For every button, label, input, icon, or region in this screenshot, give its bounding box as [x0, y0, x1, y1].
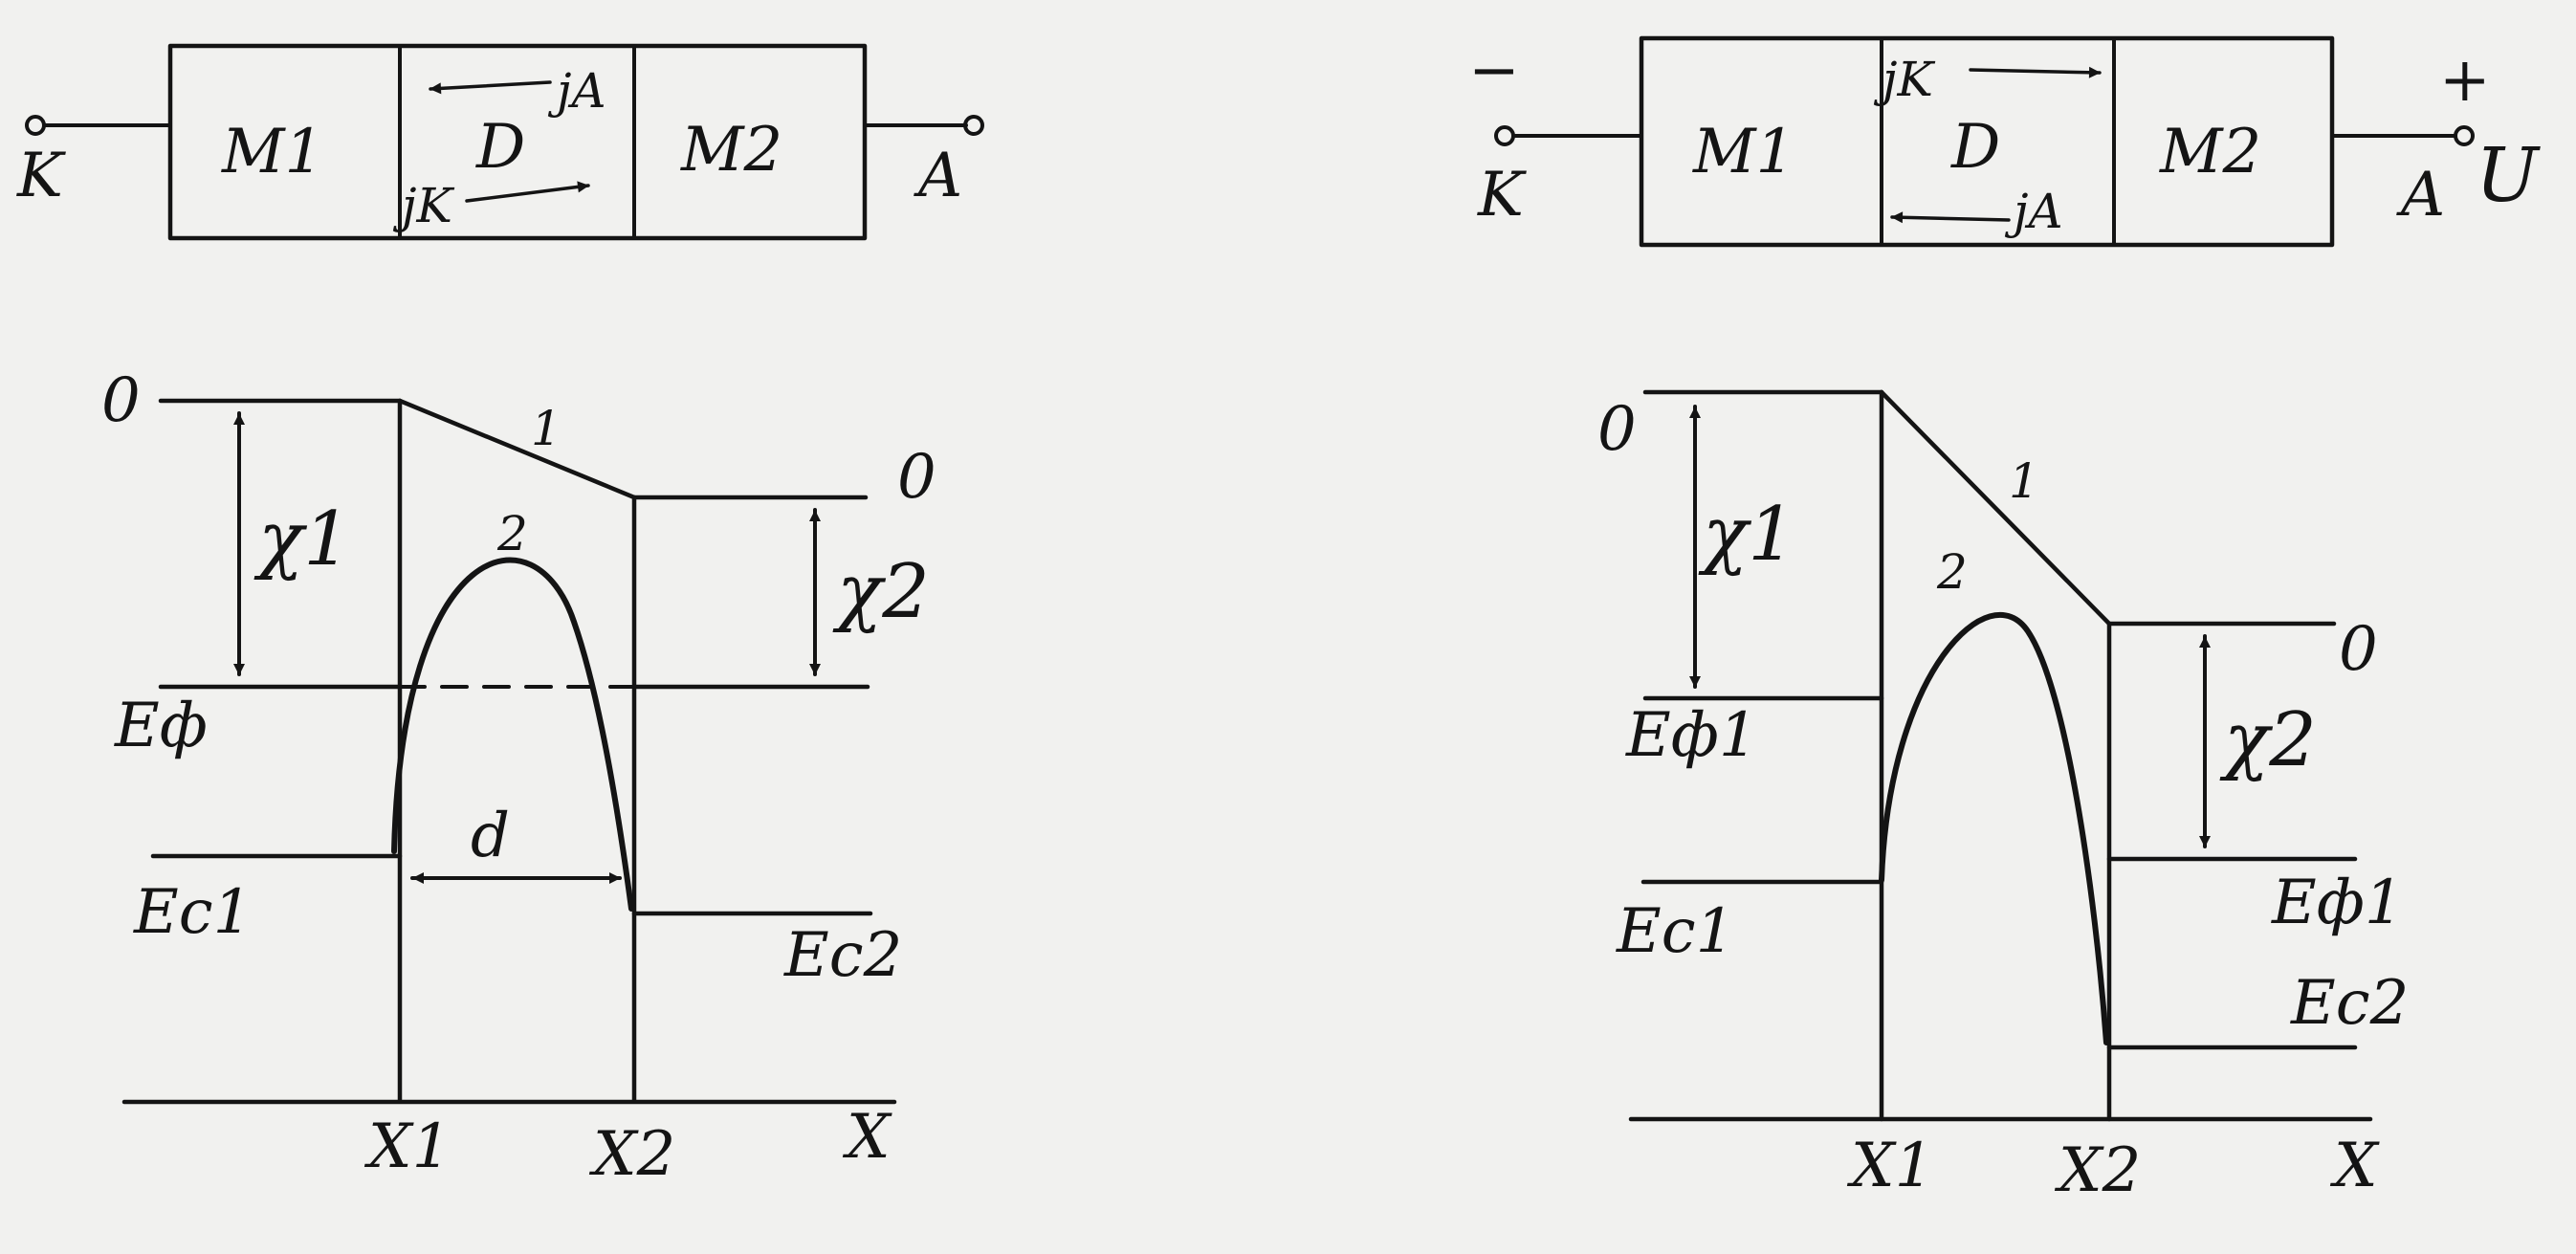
right-curve2-label: 2: [1936, 544, 1968, 600]
right-device: − + K A U M1 D M2 jK jA: [1468, 35, 2541, 248]
right-plus-label: +: [2439, 45, 2491, 116]
left-anode-label: A: [914, 141, 962, 211]
right-device-box: [1639, 35, 2335, 248]
right-cathode-terminal: [1494, 125, 1515, 146]
right-chi1-label: χ1: [1698, 492, 1795, 578]
right-curve1-label: 1: [2009, 453, 2039, 509]
left-zero-label: 0: [101, 365, 141, 436]
left-metal2-label: M2: [680, 115, 782, 186]
left-barrier-curve-2: [391, 557, 634, 912]
left-anode-terminal: [963, 115, 984, 136]
right-zero-right-label: 0: [2339, 614, 2378, 685]
left-chi2-label: χ2: [832, 549, 930, 635]
left-cathode-terminal: [25, 115, 46, 136]
left-dielectric-label: D: [475, 112, 525, 183]
right-ja-arrow: [1890, 211, 2011, 224]
right-barrier-slope-1: [1879, 389, 2112, 627]
right-energy-diagram: 0 0 1 2 χ1 χ2 Eф1 Ec1 Eф1 Ec2 X1 X2 X: [1597, 389, 2409, 1206]
left-device: K A M1 D M2 jA jK: [16, 43, 984, 241]
left-fermi-label: Eф: [114, 691, 208, 761]
left-ja-arrow: [429, 80, 552, 95]
left-curve1-label: 1: [531, 401, 561, 456]
left-jk-arrow: [465, 181, 590, 203]
right-minus-label: −: [1468, 35, 1520, 106]
left-jk-label: jK: [392, 178, 455, 233]
left-x2-label: X2: [588, 1119, 675, 1190]
left-chi1-label: χ1: [253, 496, 351, 583]
right-ec1-label: Ec1: [1616, 896, 1734, 967]
right-jk-arrow: [1969, 66, 2102, 78]
left-ja-label: jA: [547, 63, 606, 119]
left-panel: K A M1 D M2 jA jK 0 0 1: [16, 43, 984, 1190]
right-cathode-label: K: [1477, 160, 1527, 231]
right-metal1-label: M1: [1692, 117, 1794, 187]
right-jk-label: jK: [1873, 52, 1936, 107]
right-zero-label: 0: [1597, 394, 1637, 465]
left-energy-diagram: 0 0 1 2 χ1 χ2 Eф d Ec1 Ec2 X1 X2 X: [101, 365, 936, 1190]
right-anode-terminal: [2454, 125, 2475, 146]
left-zero-right-label: 0: [897, 442, 936, 513]
left-barrier-slope-1: [397, 398, 637, 500]
left-cathode-label: K: [16, 141, 66, 211]
left-x-axis-label: X: [842, 1102, 892, 1173]
left-device-box: [167, 43, 868, 241]
right-panel: − + K A U M1 D M2 jK jA 0: [1468, 35, 2541, 1206]
left-x1-label: X1: [363, 1111, 451, 1182]
right-x-axis-label: X: [2329, 1131, 2380, 1201]
right-metal2-label: M2: [2159, 117, 2261, 187]
left-metal1-label: M1: [221, 117, 323, 187]
left-d-label: d: [471, 801, 510, 871]
left-ec1-label: Ec1: [133, 877, 252, 948]
right-anode-label: A: [2396, 160, 2445, 231]
right-chi2-label: χ2: [2219, 697, 2317, 783]
right-dielectric-label: D: [1950, 112, 2000, 183]
right-voltage-label: U: [2476, 133, 2541, 219]
right-ec2-label: Ec2: [2290, 968, 2409, 1039]
right-x1-label: X1: [1846, 1131, 1933, 1201]
right-x2-label: X2: [2054, 1135, 2141, 1206]
right-ja-label: jA: [2004, 184, 2063, 239]
left-ec2-label: Ec2: [783, 920, 902, 991]
right-fermi-right-label: Eф1: [2271, 868, 2404, 938]
right-fermi-left-label: Eф1: [1625, 700, 1758, 771]
left-curve2-label: 2: [496, 506, 528, 561]
right-barrier-curve-2: [1879, 611, 2109, 1045]
